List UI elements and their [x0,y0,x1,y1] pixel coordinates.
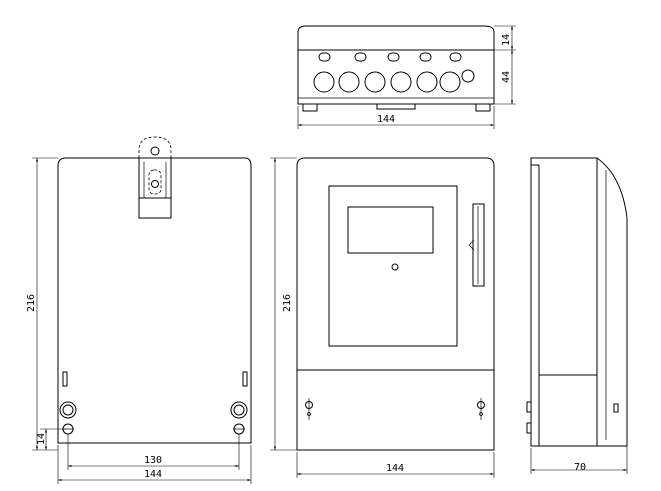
side-tab [526,401,532,413]
side-tab [526,422,532,434]
lcd-display [347,206,434,254]
side-depth-label: 70 [574,462,586,473]
seal-screw-right [477,398,485,420]
seal-screw-hole [307,412,311,416]
top-view: 144 14 44 [297,25,516,129]
screw-inner [233,404,245,416]
top-view-foot-left [302,103,318,112]
screw-inner [62,404,74,416]
hanging-bracket [138,158,172,219]
top-view-outline [297,25,495,105]
top-small-height-label: 14 [501,34,512,46]
back-height-label: 216 [26,294,37,312]
seal-screw-hole [479,412,483,416]
cable-hole [416,71,438,93]
top-view-foot-right [475,103,491,112]
cable-hole [439,71,461,93]
small-hole [461,69,475,83]
led-indicator [391,263,399,271]
slot [354,52,367,62]
top-view-cable-holes [313,69,475,93]
back-view: 216 14 130 144 [26,136,252,484]
cable-hole [338,71,360,93]
top-view-center-tab [376,103,416,110]
bracket-slot [148,169,162,195]
cable-hole [390,71,412,93]
slot [387,52,400,62]
card-slot [472,203,485,287]
side-latch [613,403,619,413]
hanging-bracket-dashed [138,136,172,158]
front-height-label: 216 [282,294,293,312]
slot [419,52,432,62]
back-width-label: 144 [144,469,162,480]
slot [449,52,462,62]
top-width-label: 144 [377,114,395,125]
bracket-hole [150,146,160,156]
cable-hole [364,71,386,93]
top-large-height-label: 44 [501,71,512,83]
back-hole-spacing-label: 130 [144,455,162,466]
back-side-slot-right [242,371,248,387]
screw-outer [59,401,77,419]
seal-screw-left [305,398,313,420]
back-side-slot-left [62,371,68,387]
top-view-slots [318,52,462,62]
side-view-outline [530,157,628,447]
cable-hole [313,71,335,93]
front-view: 216 144 [270,157,495,478]
card-slot-arrow-icon [468,239,475,251]
front-view-outline [296,157,495,451]
screw-outer [230,401,248,419]
mount-screw-right [230,401,248,435]
bracket-screw [151,180,159,188]
back-view-outline [57,157,252,444]
side-view: 70 [526,157,628,474]
front-width-label: 144 [386,463,404,474]
meter-window-frame [328,185,458,347]
slot [318,52,331,62]
back-offset-label: 14 [36,433,47,445]
